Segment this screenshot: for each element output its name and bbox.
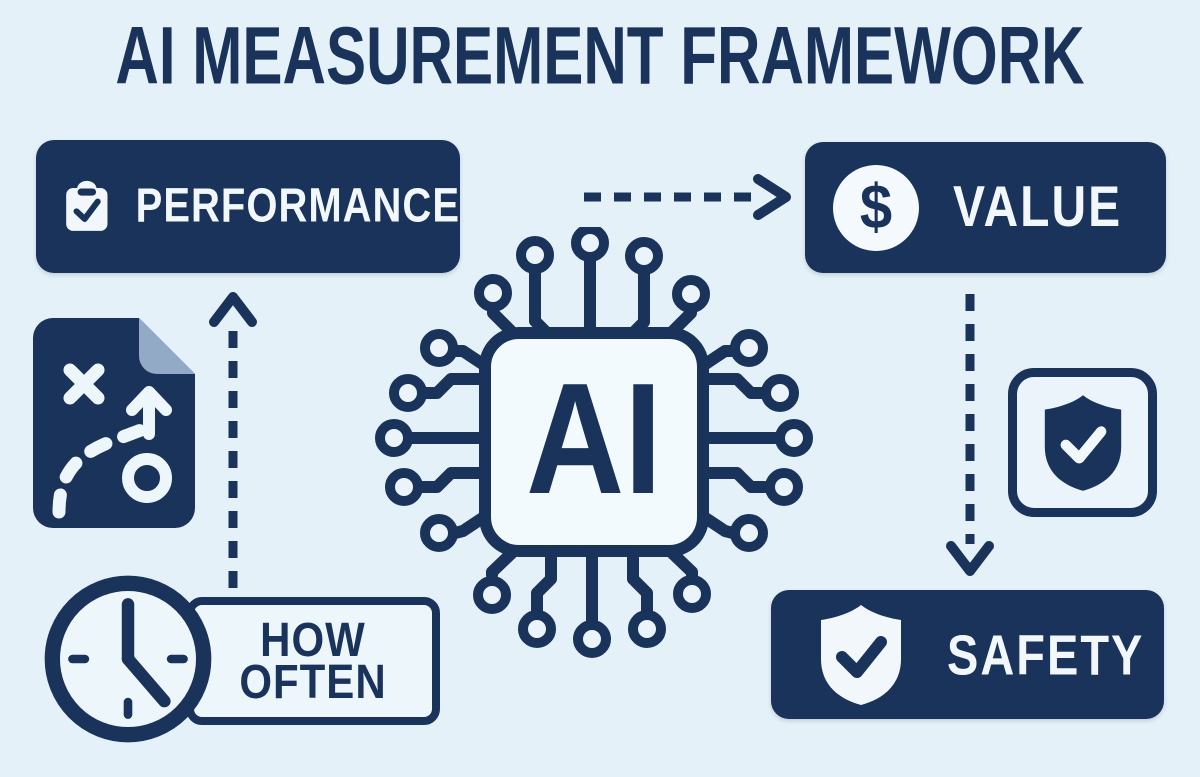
page-title: AI MEASUREMENT FRAMEWORK [115, 9, 1085, 102]
arrow-how-often-to-performance [209, 292, 257, 588]
value-node: $ VALUE [805, 142, 1166, 273]
strategy-document-icon [33, 318, 195, 528]
shield-check-icon [1044, 394, 1121, 491]
clipboard-check-icon [66, 180, 108, 231]
dollar-symbol: $ [859, 172, 893, 243]
how-often-label-line2: OFTEN [239, 654, 387, 709]
dollar-coin-icon: $ [833, 164, 919, 251]
how-often-label-line1: HOW [260, 612, 366, 667]
ai-chip-icon: AI [375, 227, 813, 658]
performance-node: PERFORMANCE [36, 140, 460, 273]
how-often-node: HOW OFTEN [186, 597, 440, 725]
arrow-performance-to-value [584, 174, 791, 220]
clock-icon [44, 575, 212, 743]
shield-check-icon [821, 604, 901, 705]
performance-label: PERFORMANCE [135, 179, 460, 233]
arrow-value-to-safety [946, 294, 994, 576]
value-label: VALUE [953, 175, 1123, 240]
safety-node: SAFETY [771, 590, 1164, 719]
safety-label: SAFETY [947, 622, 1145, 687]
shield-badge [1008, 368, 1157, 517]
ai-chip-label: AI [526, 351, 662, 527]
